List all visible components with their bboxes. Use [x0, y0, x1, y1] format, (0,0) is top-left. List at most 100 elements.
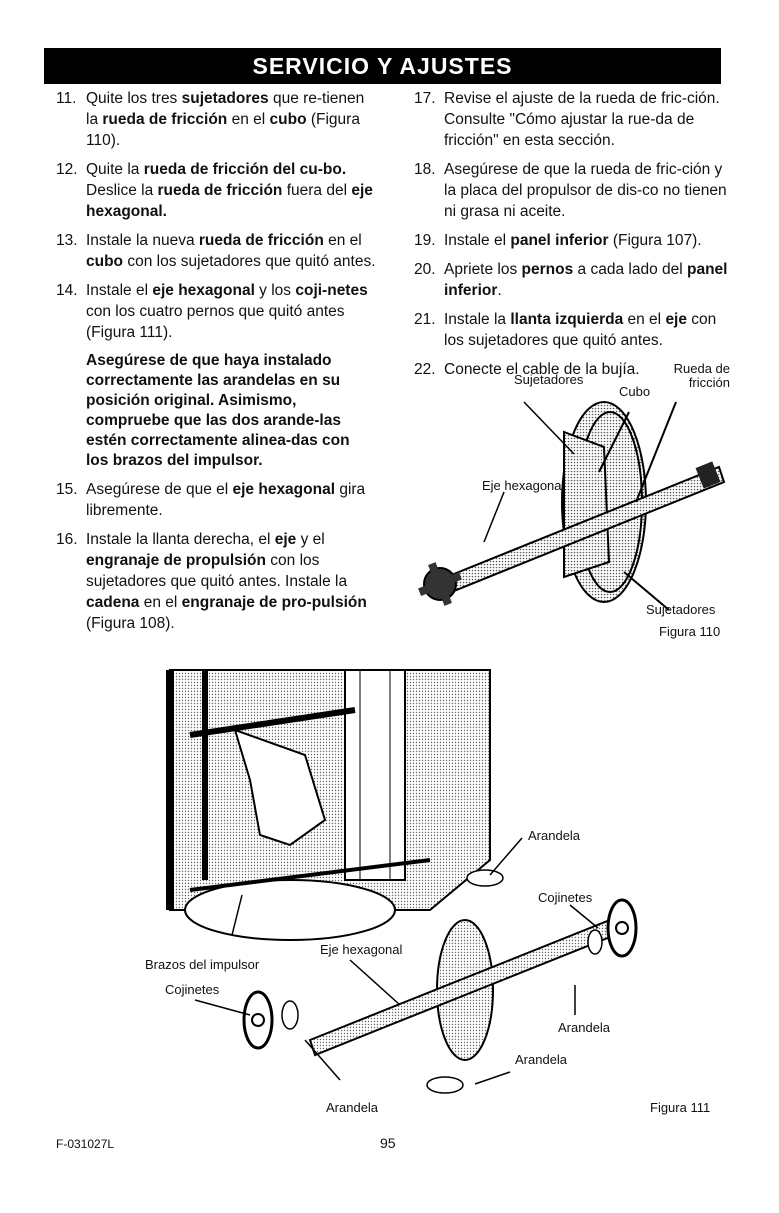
chain — [344, 669, 406, 881]
document-code: F-031027L — [56, 1137, 115, 1151]
step-text: en el — [323, 232, 362, 249]
step-item: 17. Revise el ajuste de la rueda de fric-… — [414, 88, 734, 151]
label-arandela-3: Arandela — [515, 1052, 568, 1067]
step-number: 22. — [414, 361, 436, 378]
step-text-bold: cadena — [86, 594, 140, 611]
step-text: . — [497, 282, 502, 299]
page-number: 95 — [380, 1135, 396, 1151]
step-text-bold: engranaje de propulsión — [86, 552, 266, 569]
step-text: Asegúrese de que el — [86, 481, 233, 498]
steps-list-left: 11. Quite los tres sujetadores que re-tie… — [56, 88, 376, 343]
label-arandela-1: Arandela — [528, 828, 581, 843]
step-text-bold: panel inferior — [510, 232, 609, 249]
label-brazos-impulsor: Brazos del impulsor — [145, 957, 260, 972]
steps-list-right: 17. Revise el ajuste de la rueda de fric-… — [414, 88, 734, 380]
label-eje-hexagonal: Eje hexagonal — [482, 478, 565, 493]
label-arandela-4: Arandela — [326, 1100, 379, 1115]
step-text: Deslice la — [86, 182, 158, 199]
step-text: y los — [254, 282, 296, 299]
step-text: gira libremente. — [86, 481, 366, 519]
step-text-bold: cubo — [269, 111, 307, 128]
step-number: 17. — [414, 90, 436, 107]
figure-110-caption: Figura 110 — [659, 624, 721, 639]
figure-111: Arandela Cojinetes Brazos del impulsor E… — [130, 660, 730, 1120]
step-text-bold: rueda de fricción — [157, 182, 283, 199]
figure-111-caption: Figura 111 — [650, 1100, 711, 1115]
step-text: (Figura 107). — [608, 232, 702, 249]
step-number: 13. — [56, 232, 78, 249]
step-item: 12.Quite la rueda de fricción del cu-bo.… — [56, 159, 376, 222]
label-arandela-2: Arandela — [558, 1020, 611, 1035]
step-number: 19. — [414, 232, 436, 249]
label-sujetadores-top: Sujetadores — [514, 372, 584, 387]
step-text-bold: cubo — [86, 253, 124, 270]
step-text-bold: llanta izquierda — [510, 311, 624, 328]
step-item: 22.Conecte el cable de la bujía. — [414, 359, 734, 380]
step-text: Revise el ajuste de la rueda de fric-ció… — [444, 90, 720, 149]
step-number: 15. — [56, 481, 78, 498]
step-number: 11. — [56, 90, 77, 107]
step-text-bold: rueda de fricción del cu-bo. — [143, 161, 347, 178]
step-text-bold: eje — [274, 531, 297, 548]
step-text-bold: rueda de fricción — [102, 111, 228, 128]
section-header: SERVICIO Y AJUSTES — [44, 48, 721, 84]
step-text: Quite los tres — [86, 90, 182, 107]
step-number: 21. — [414, 311, 436, 328]
step-text: Asegúrese de que la rueda de fric-ción y… — [444, 161, 727, 220]
left-column: 11. Quite los tres sujetadores que re-tie… — [56, 88, 376, 642]
label-eje-hexagonal: Eje hexagonal — [320, 942, 403, 957]
step-item: 11. Quite los tres sujetadores que re-tie… — [56, 88, 376, 151]
bearing-left — [242, 990, 274, 1050]
step-text: (Figura 110). — [86, 111, 360, 149]
step-text-bold: eje hexagonal. — [86, 182, 373, 220]
step-number: 18. — [414, 161, 436, 178]
step-text-bold: engranaje de pro-pulsión — [181, 594, 367, 611]
warning-note: Asegúrese de que haya instalado correcta… — [86, 352, 350, 469]
step-text-bold: eje — [665, 311, 687, 328]
step-item: 18. Asegúrese de que la rueda de fric-ció… — [414, 159, 734, 222]
step-text: fuera del — [282, 182, 352, 199]
step-text: Instale la — [444, 311, 511, 328]
step-text-bold: sujetadores — [181, 90, 269, 107]
label-cojinetes-right: Cojinetes — [538, 890, 593, 905]
step-text: con los cuatro pernos que quitó antes (F… — [86, 303, 345, 341]
step-text: Instale la nueva — [86, 232, 199, 249]
step-text-bold: eje hexagonal — [232, 481, 336, 498]
shaft-gear — [418, 562, 462, 606]
step-text-bold: rueda de fricción — [198, 232, 324, 249]
step-item: 14.Instale el eje hexagonal y los coji-n… — [56, 280, 376, 343]
washer-top — [466, 869, 504, 887]
step-text: que re-tienen la — [86, 90, 365, 128]
step-item: 16.Instale la llanta derecha, el eje y e… — [56, 529, 376, 634]
step-text: Quite la — [86, 161, 144, 178]
step-text: (Figura 108). — [86, 615, 175, 632]
step-text: Instale el — [444, 232, 511, 249]
step-text-bold: panel inferior — [444, 261, 728, 299]
step-item: 21. Instale la llanta izquierda en el eje… — [414, 309, 734, 351]
step-number: 16. — [56, 531, 78, 548]
step-text: a cada lado del — [573, 261, 687, 278]
friction-wheel-illustration — [418, 401, 726, 611]
step-number: 20. — [414, 261, 436, 278]
washer-right — [587, 929, 603, 955]
step-item: 15. Asegúrese de que el eje hexagonal gir… — [56, 479, 376, 521]
figure-110: Sujetadores Cubo Rueda de fricción Eje h… — [414, 362, 734, 652]
step-text: con los sujetadores que quitó antes. — [123, 253, 376, 270]
step-text: en el — [623, 311, 666, 328]
step-item: 20.Apriete los pernos a cada lado del pa… — [414, 259, 734, 301]
step-text: Apriete los — [444, 261, 522, 278]
step-text: con los sujetadores que quitó antes. — [444, 311, 717, 349]
step-text: y el — [296, 531, 325, 548]
step-text-bold: coji-netes — [295, 282, 368, 299]
washer-bottom — [426, 1076, 464, 1094]
bearing-right — [606, 898, 638, 958]
step-text: en el — [139, 594, 182, 611]
step-text: con los sujetadores que quitó antes. Ins… — [86, 552, 348, 590]
drive-assembly-illustration — [166, 669, 638, 1094]
label-cojinetes-left: Cojinetes — [165, 982, 220, 997]
step-text: en el — [227, 111, 270, 128]
label-rueda-friccion: Rueda de fricción — [673, 361, 730, 390]
hub — [563, 430, 611, 579]
label-sujetadores-bottom: Sujetadores — [646, 602, 716, 617]
impulsor-arm — [233, 728, 327, 847]
